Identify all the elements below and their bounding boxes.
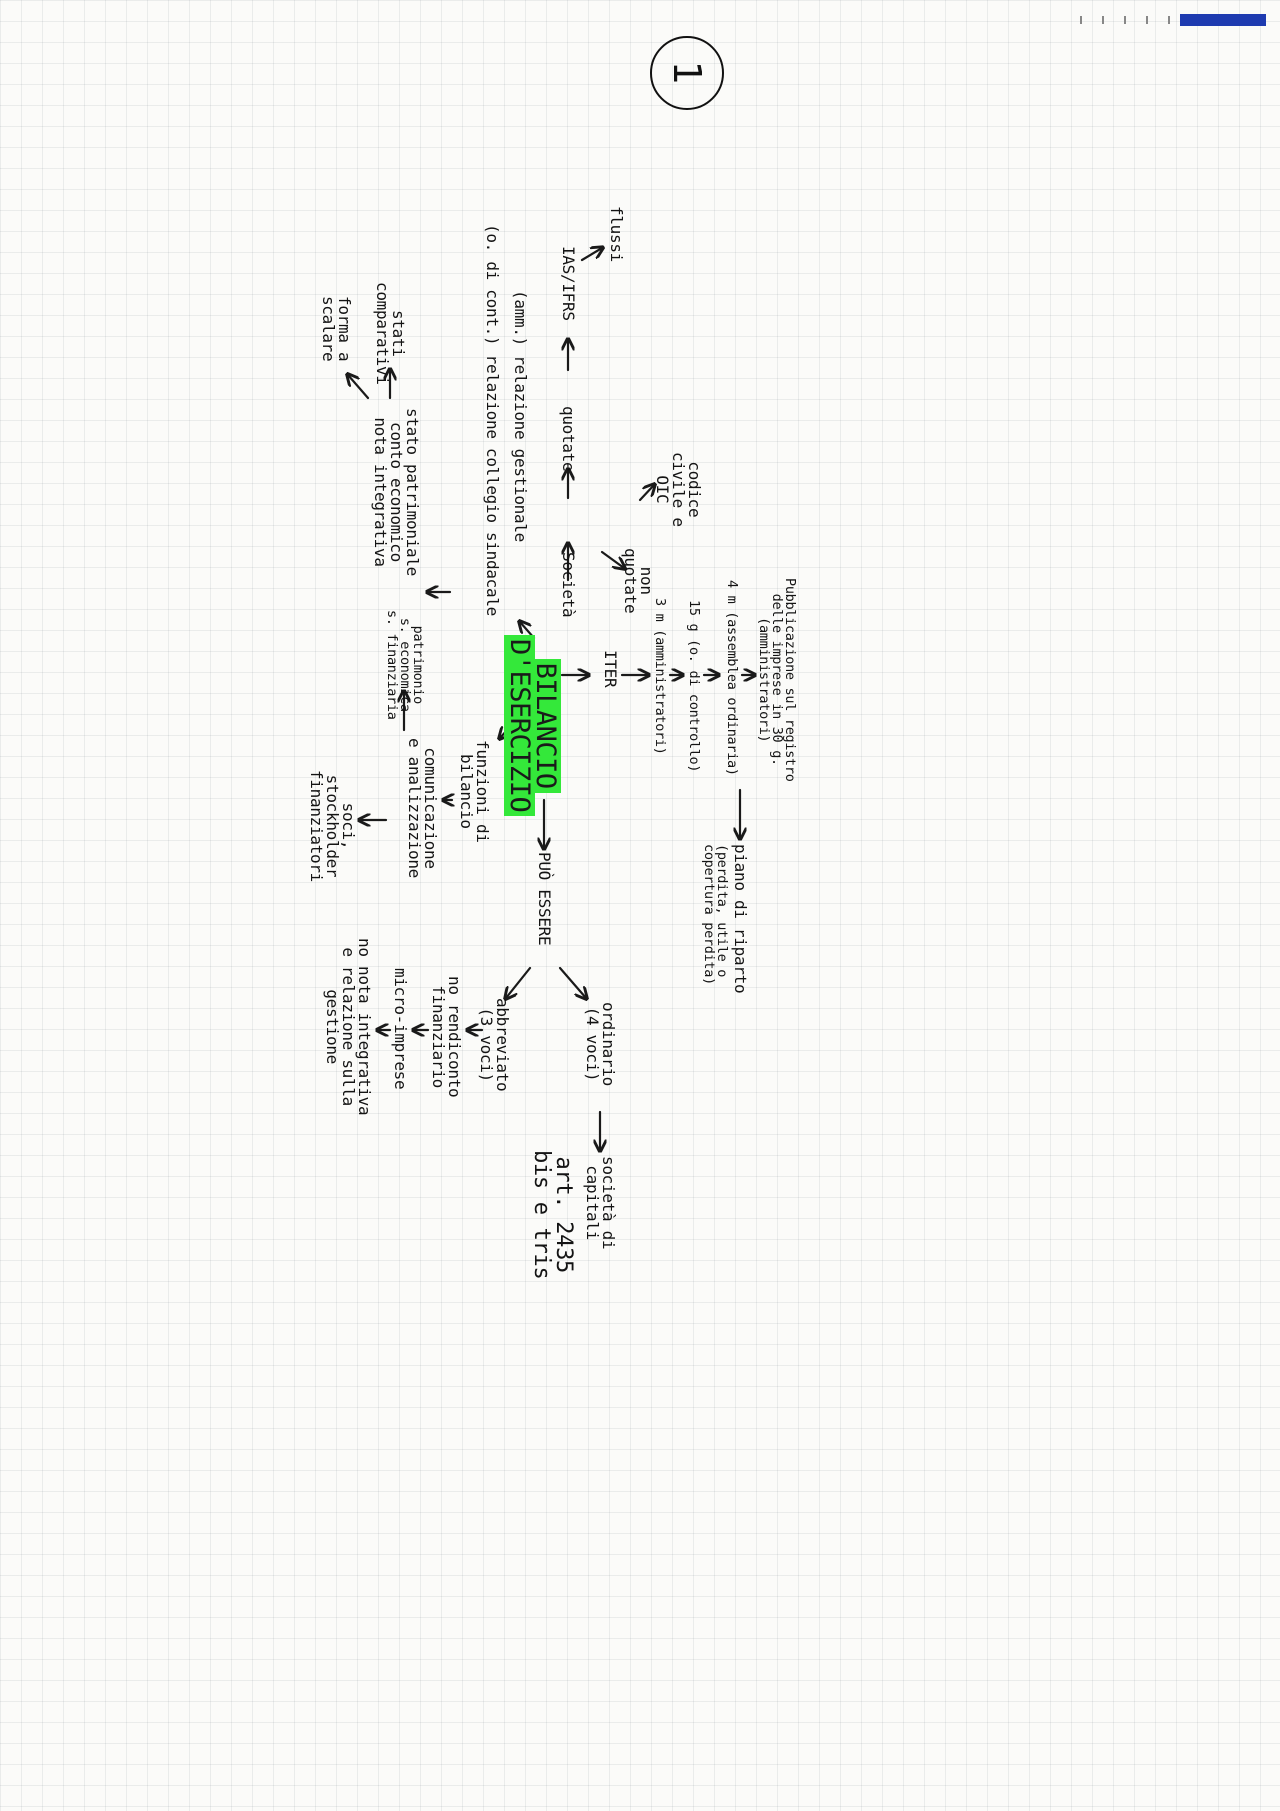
iter-step-2: 15 g (o. di controllo) [686,600,702,773]
main-topic: BILANCIO D'ESERCIZIO [504,635,561,817]
relazione-collegio-sindacale: (o. di cont.) relazione collegio sindaca… [483,224,502,616]
societa-di-capitali: società di capitali [583,1156,618,1250]
abbreviato: abbreviato (3 voci) [477,998,512,1092]
micro-imprese: micro-imprese [391,968,410,1090]
puo-essere: PUÒ ESSERE [535,852,554,946]
no-rendiconto: no rendiconto finanziario [429,976,464,1098]
ordinario: ordinario (4 voci) [583,1002,618,1086]
connector-arrows [180,160,1000,1400]
flussi: flussi [607,206,626,262]
non-quotate: non quotate [621,548,656,614]
page-edge-tab [1180,14,1266,26]
iter-step-3: 4 m (assemblea ordinaria) [724,580,740,776]
iter-step-1: 3 m (amministratori) [652,598,668,755]
ias-ifrs: IAS/IFRS [559,246,578,321]
mind-map: BILANCIO D'ESERCIZIO ITER 3 m (amministr… [180,160,1000,1400]
stato-patrimoniale: stato patrimoniale conto economico nota … [371,408,422,576]
iter-step-4: Pubblicazione sul registro delle imprese… [756,578,798,782]
comunicazione: comunicazione e analizzazione [405,738,440,878]
forma-a-scalare: forma a scalare [319,296,354,362]
societa: Società [559,552,578,618]
codice-civile: codice civile e OIC [653,452,704,527]
page-number: 1 [650,36,724,110]
iter-label: ITER [601,650,620,688]
relazione-gestionale: (amm.) relazione gestionale [511,290,530,542]
patrimonio: patrimonio s. economica s. finanziaria [384,610,426,720]
funzioni-di-bilancio: funzioni di bilancio [457,740,492,843]
page-edge-marks [1080,16,1175,26]
no-nota-integrativa: no nota integrativa e relazione sulla ge… [323,938,374,1116]
stati-comparativi: stati comparativi [373,282,408,385]
piano-di-riparto: piano di riparto (perdita, utile o coper… [701,844,750,994]
articolo-2435: art. 2435 bis e tris [529,1150,576,1280]
quotate: quotate [559,406,578,472]
soci-stockholder: soci, stockholder finanziatori [307,770,358,882]
